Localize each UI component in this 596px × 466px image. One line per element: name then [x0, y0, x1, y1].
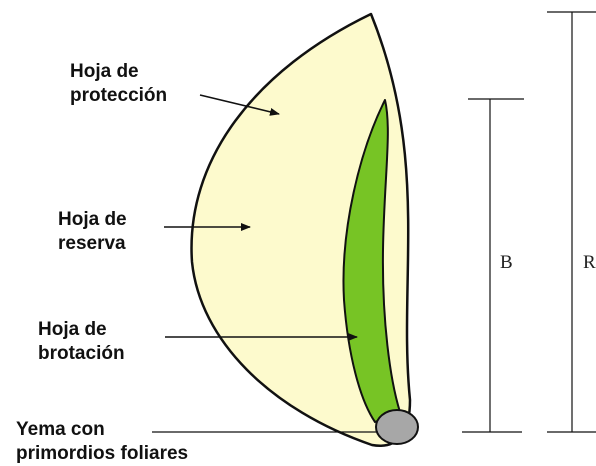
dimension-r-label: R	[583, 252, 596, 273]
label-hoja-brotacion-line1: Hoja de	[38, 319, 107, 340]
label-hoja-proteccion-line2: protección	[70, 85, 168, 106]
dimension-b-label: B	[500, 252, 513, 273]
label-hoja-reserva: Hoja de reserva	[58, 208, 127, 256]
label-hoja-proteccion: Hoja de protección	[70, 60, 167, 108]
label-hoja-reserva-line1: Hoja de	[58, 209, 127, 230]
dimension-b	[462, 98, 524, 433]
label-hoja-proteccion-line1: Hoja de	[70, 61, 139, 82]
label-yema-line2: primordios foliares	[16, 443, 189, 464]
label-hoja-reserva-line2: reserva	[58, 233, 126, 254]
bud-shape	[375, 409, 419, 445]
sprout-leaf-shape	[342, 99, 401, 423]
label-hoja-brotacion: Hoja de brotación	[38, 318, 125, 366]
arrow-proteccion	[199, 94, 280, 116]
label-hoja-brotacion-line2: brotación	[38, 343, 125, 364]
label-yema-line1: Yema con	[16, 419, 105, 440]
label-yema: Yema con primordios foliares	[16, 418, 188, 466]
dimension-r	[547, 11, 596, 433]
